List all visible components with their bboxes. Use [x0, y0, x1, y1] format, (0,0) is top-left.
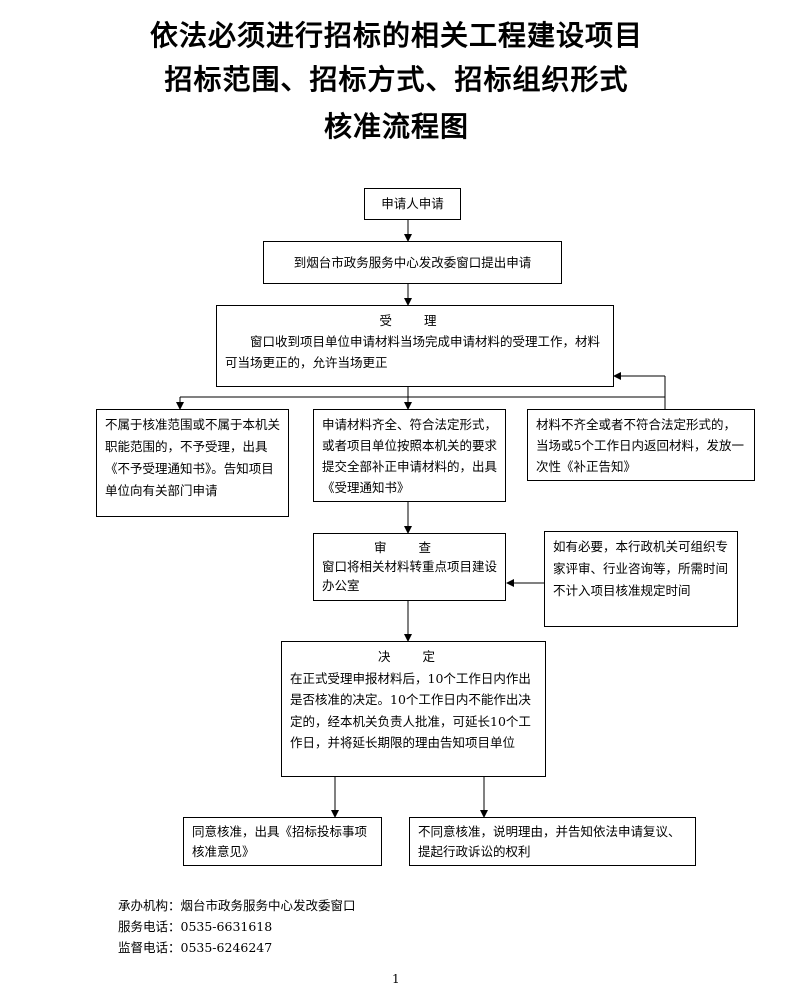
title-line-2: 招标范围、招标方式、招标组织形式 [164, 63, 629, 96]
step-submit-label: 到烟台市政务服务中心发改委窗口提出申请 [293, 255, 532, 270]
title-line-3: 核准流程图 [323, 110, 469, 143]
step-decision: 决 定 在正式受理申报材料后，10个工作日内作出是否核准的决定。10个工作日内不… [281, 641, 546, 777]
step-approve-body: 同意核准，出具《招标投标事项核准意见》 [192, 824, 368, 859]
title-line-1: 依法必须进行招标的相关工程建设项目 [149, 19, 643, 52]
step-approve: 同意核准，出具《招标投标事项核准意见》 [183, 817, 382, 866]
page-number: 1 [392, 972, 400, 986]
step-complete-body: 申请材料齐全、符合法定形式，或者项目单位按照本机关的要求提交全部补正申请材料的，… [322, 417, 498, 495]
step-accept: 受 理 窗口收到项目单位申请材料当场完成申请材料的受理工作，材料可当场更正的，允… [216, 305, 614, 387]
step-accept-heading: 受 理 [379, 313, 451, 328]
step-incomplete: 材料不齐全或者不符合法定形式的，当场或5个工作日内返回材料，发放一次性《补正告知… [527, 409, 755, 481]
step-submit: 到烟台市政务服务中心发改委窗口提出申请 [263, 241, 562, 284]
step-reject-body: 不属于核准范围或不属于本机关职能范围的，不予受理，出具《不予受理通知书》。告知项… [105, 417, 281, 498]
step-review-body: 窗口将相关材料转重点项目建设办公室 [322, 559, 498, 593]
step-deny: 不同意核准，说明理由，并告知依法申请复议、提起行政诉讼的权利 [409, 817, 696, 866]
step-reject: 不属于核准范围或不属于本机关职能范围的，不予受理，出具《不予受理通知书》。告知项… [96, 409, 289, 517]
step-accept-body: 窗口收到项目单位申请材料当场完成申请材料的受理工作，材料可当场更正的，允许当场更… [225, 334, 601, 370]
footer-agency: 承办机构：烟台市政务服务中心发改委窗口 [118, 898, 356, 913]
step-deny-body: 不同意核准，说明理由，并告知依法申请复议、提起行政诉讼的权利 [418, 824, 681, 859]
step-decision-heading: 决 定 [378, 649, 449, 664]
footer-service-phone: 服务电话：0535-6631618 [118, 919, 273, 934]
step-expert: 如有必要，本行政机关可组织专家评审、行业咨询等，所需时间不计入项目核准规定时间 [544, 531, 738, 627]
step-review: 审 查 窗口将相关材料转重点项目建设办公室 [313, 533, 506, 601]
step-complete: 申请材料齐全、符合法定形式，或者项目单位按照本机关的要求提交全部补正申请材料的，… [313, 409, 506, 502]
footer-supervise-phone: 监督电话：0535-6246247 [118, 940, 273, 955]
step-apply: 申请人申请 [364, 188, 461, 220]
step-apply-label: 申请人申请 [381, 196, 444, 211]
step-decision-body: 在正式受理申报材料后，10个工作日内作出是否核准的决定。10个工作日内不能作出决… [290, 670, 531, 751]
step-incomplete-body: 材料不齐全或者不符合法定形式的，当场或5个工作日内返回材料，发放一次性《补正告知… [536, 417, 744, 474]
step-review-heading: 审 查 [374, 540, 445, 555]
step-expert-body: 如有必要，本行政机关可组织专家评审、行业咨询等，所需时间不计入项目核准规定时间 [553, 539, 729, 598]
